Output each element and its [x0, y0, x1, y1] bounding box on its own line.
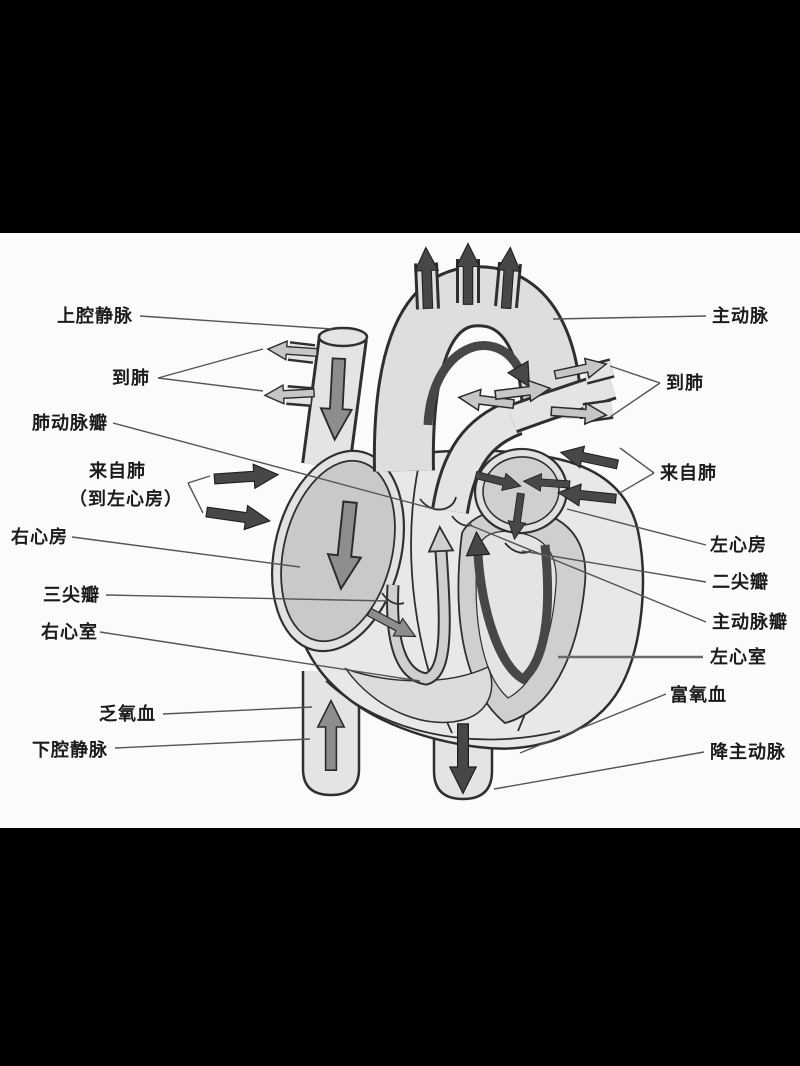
- label-oxygen-rich-blood: 富氧血: [670, 684, 727, 706]
- label-pulmonary-valve: 肺动脉瓣: [32, 412, 108, 434]
- label-to-lungs-left: 到肺: [112, 368, 150, 389]
- leader-mitral-valve: [521, 550, 707, 583]
- leader-from-lungs-left-2: [187, 482, 204, 514]
- aortic-arch-flow-arrow: [423, 341, 541, 426]
- pulmonary-valve: [419, 496, 457, 511]
- label-from-lungs-left-line2: （到左心房）: [69, 488, 183, 510]
- label-left-atrium: 左心房: [710, 534, 767, 556]
- left-atrium: [473, 447, 569, 535]
- label-superior-vena-cava: 上腔静脉: [57, 305, 133, 327]
- label-aorta: 主动脉: [712, 305, 769, 327]
- leader-to-lungs-left-1: [157, 348, 264, 379]
- labels-right: 主动脉 到肺 来自肺 左心房 二尖瓣 主动脉瓣 左心室 富氧血 降主动脉: [659, 305, 788, 763]
- superior-vena-cava: [263, 326, 369, 470]
- label-to-lungs-right: 到肺: [666, 373, 704, 394]
- label-from-lungs-left-line1: 来自肺: [88, 460, 146, 482]
- leader-right-ventricle: [99, 631, 421, 682]
- label-oxygen-poor-blood: 乏氧血: [99, 703, 156, 725]
- label-mitral-valve: 二尖瓣: [712, 571, 769, 593]
- leader-from-lungs-left-1: [187, 475, 211, 484]
- leader-to-lungs-right-2: [609, 382, 661, 418]
- leader-superior-vena-cava: [139, 315, 333, 330]
- diagram-panel: 上腔静脉 到肺 肺动脉瓣 来自肺 （到左心房） 右心房 三尖瓣 右心室 乏氧血 …: [0, 233, 800, 828]
- heart-diagram: 上腔静脉 到肺 肺动脉瓣 来自肺 （到左心房） 右心房 三尖瓣 右心室 乏氧血 …: [0, 233, 800, 828]
- tricuspid-valve: [381, 592, 405, 605]
- leader-inferior-vena-cava: [114, 738, 311, 749]
- label-from-lungs-right: 来自肺: [659, 462, 717, 484]
- leader-left-atrium: [566, 508, 707, 546]
- label-tricuspid-valve: 三尖瓣: [43, 584, 100, 606]
- leader-descending-aorta: [493, 751, 705, 790]
- leader-from-lungs-right-1: [619, 447, 655, 474]
- svc-opening: [317, 326, 369, 348]
- label-right-ventricle: 右心室: [41, 621, 98, 643]
- leader-pulmonary-valve: [112, 422, 435, 510]
- leader-to-lungs-left-2: [157, 377, 264, 392]
- labels-left: 上腔静脉 到肺 肺动脉瓣 来自肺 （到左心房） 右心房 三尖瓣 右心室 乏氧血 …: [11, 305, 183, 761]
- leader-from-lungs-right-2: [617, 472, 655, 495]
- leader-oxygen-rich-blood: [519, 693, 667, 754]
- leader-right-atrium: [71, 536, 301, 568]
- leader-to-lungs-right-1: [609, 365, 661, 384]
- leader-lines: [71, 315, 707, 790]
- leader-aorta: [552, 315, 707, 320]
- pulmonary-artery: [431, 353, 617, 515]
- label-left-ventricle: 左心室: [710, 646, 767, 668]
- left-ventricle-flow-arrow: [464, 530, 553, 685]
- label-inferior-vena-cava: 下腔静脉: [32, 739, 108, 761]
- label-right-atrium: 右心房: [11, 526, 68, 548]
- leader-tricuspid-valve: [105, 594, 389, 602]
- label-descending-aorta: 降主动脉: [710, 741, 786, 763]
- label-aortic-valve: 主动脉瓣: [712, 611, 788, 633]
- leader-oxygen-poor-blood: [162, 706, 313, 715]
- aorta: [372, 242, 583, 472]
- leader-aortic-valve: [466, 523, 707, 623]
- heart-inner-edge-line: [325, 680, 561, 741]
